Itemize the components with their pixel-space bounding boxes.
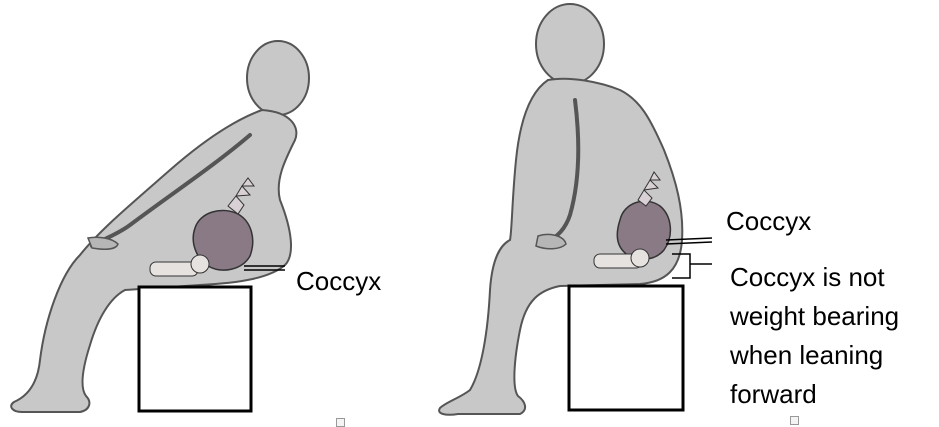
reclined-figure — [11, 41, 309, 412]
coccyx-note-line-2: weight bearing — [730, 301, 899, 332]
coccyx-note-line-1: Coccyx is not — [730, 262, 885, 293]
stool-box-left — [139, 287, 251, 411]
coccyx-label-left: Coccyx — [296, 266, 381, 297]
stool-box-right — [569, 286, 683, 410]
coccyx-label-right: Coccyx — [726, 206, 811, 237]
coccyx-note-line-3: when leaning — [730, 340, 883, 371]
head-left — [247, 41, 309, 115]
leaning-figure — [439, 4, 712, 415]
head-right — [536, 4, 604, 84]
coccyx-note-line-4: forward — [730, 379, 817, 410]
image-placeholder-icon — [790, 416, 799, 425]
